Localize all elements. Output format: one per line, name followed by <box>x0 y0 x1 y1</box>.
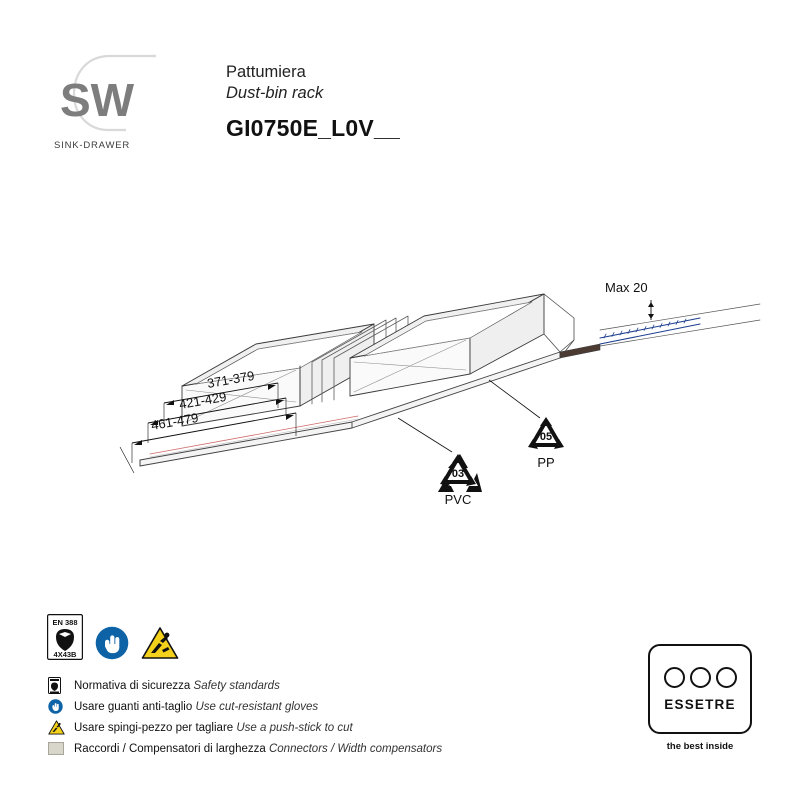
brand-box: ESSETRE <box>648 644 752 734</box>
technical-drawing: Max 20 <box>0 240 800 570</box>
recycle-number-pp: 05 <box>540 431 552 443</box>
legend-text-pushstick: Usare spingi-pezzo per tagliare Use a pu… <box>74 722 353 734</box>
brand-name: ESSETRE <box>664 696 736 712</box>
max-gap-annotation: Max 20 <box>605 280 654 320</box>
recycle-mark-pvc: 03 PVC <box>438 454 482 507</box>
pictogram-row: EN 388 4X43B <box>47 614 179 660</box>
blade-detail <box>599 303 761 347</box>
product-title-it: Pattumiera <box>226 63 306 81</box>
recycle-mark-pp: 05 PP <box>528 417 564 470</box>
legend-item-gloves: Usare guanti anti-taglio Use cut-resista… <box>48 696 478 717</box>
legend-it-safety: Normativa di sicurezza <box>74 679 191 692</box>
dimension-lines <box>119 382 297 474</box>
legend-it-connectors: Raccordi / Compensatori di larghezza <box>74 742 266 755</box>
legend-en388-icon <box>48 677 74 694</box>
legend-it-gloves: Usare guanti anti-taglio <box>74 700 193 713</box>
sink-drawer-logo: SW SINK-DRAWER <box>48 48 168 158</box>
legend-en-safety: Safety standards <box>193 679 280 692</box>
title-block: Pattumiera Dust-bin rack GI0750E_L0V__ <box>226 62 400 142</box>
legend-gloves-icon <box>48 699 74 714</box>
logo-text: SW <box>60 74 135 126</box>
drawing-svg: Max 20 <box>119 280 761 507</box>
gloves-icon <box>95 626 129 660</box>
recycle-number-pvc: 03 <box>452 468 464 480</box>
leader-pvc <box>397 417 453 453</box>
logo-caption: SINK-DRAWER <box>54 140 131 151</box>
legend-en-gloves: Use cut-resistant gloves <box>195 700 319 713</box>
legend-it-pushstick: Usare spingi-pezzo per tagliare <box>74 721 234 734</box>
push-stick-warning-icon <box>141 627 179 659</box>
logo-mark-icon: SW <box>60 54 156 132</box>
legend-warning-icon <box>48 720 74 735</box>
en388-icon: EN 388 4X43B <box>47 614 83 660</box>
recycle-material-pvc: PVC <box>445 492 472 507</box>
product-title-en: Dust-bin rack <box>226 83 324 102</box>
max-gap-label: Max 20 <box>605 280 648 295</box>
legend-text-gloves: Usare guanti anti-taglio Use cut-resista… <box>74 701 318 713</box>
product-code: GI0750E_L0V__ <box>226 115 400 142</box>
brand-circles-icon <box>663 666 737 688</box>
legend-en-connectors: Connectors / Width compensators <box>268 742 443 755</box>
brand-block: ESSETRE the best inside <box>646 644 754 752</box>
dimension-label-461: 461-479 <box>150 410 200 433</box>
legend-en-pushstick: Use a push-stick to cut <box>236 721 353 734</box>
legend-item-connectors: Raccordi / Compensatori di larghezza Con… <box>48 738 478 759</box>
legend-text-safety: Normativa di sicurezza Safety standards <box>74 680 280 692</box>
recycle-material-pp: PP <box>537 455 554 470</box>
rack-left-module <box>181 323 375 427</box>
legend-item-safety: Normativa di sicurezza Safety standards <box>48 675 478 696</box>
en388-top-label: EN 388 <box>52 618 77 627</box>
header: SW SINK-DRAWER Pattumiera Dust-bin rack … <box>48 48 400 158</box>
legend-list: Normativa di sicurezza Safety standards … <box>48 675 478 759</box>
legend-text-connectors: Raccordi / Compensatori di larghezza Con… <box>74 743 442 755</box>
rack-right-module <box>349 293 545 397</box>
brand-tagline: the best inside <box>666 741 734 752</box>
leader-pp <box>488 379 541 419</box>
en388-bottom-label: 4X43B <box>54 650 78 659</box>
legend-item-pushstick: Usare spingi-pezzo per tagliare Use a pu… <box>48 717 478 738</box>
legend-swatch-icon <box>48 742 74 755</box>
